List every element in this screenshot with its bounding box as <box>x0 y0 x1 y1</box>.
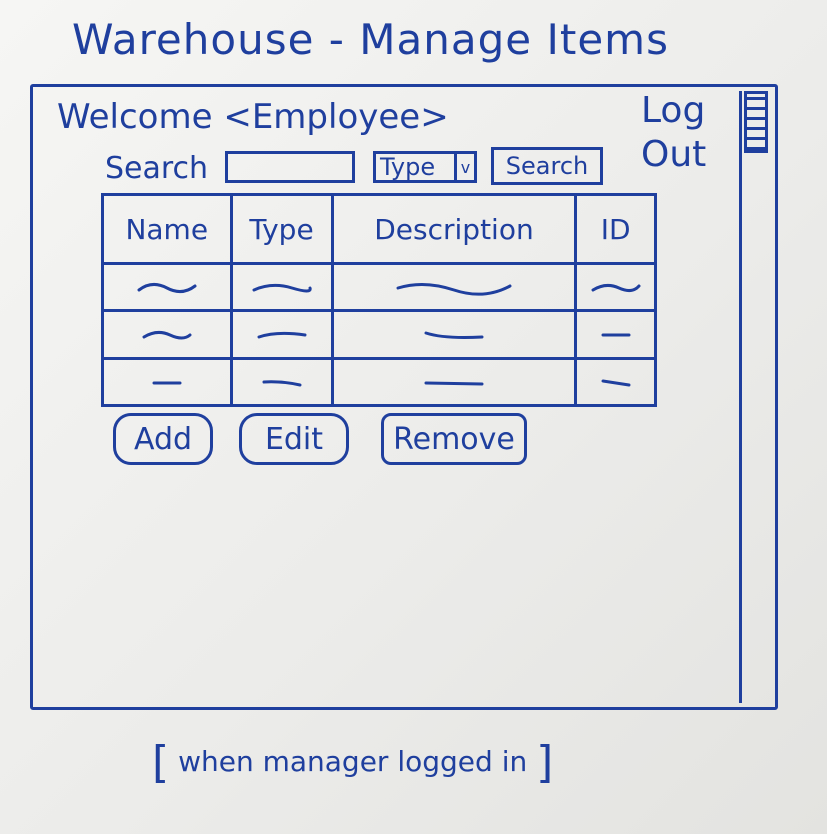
table-header-row: Name Type Description ID <box>101 193 657 265</box>
table-cell <box>229 261 334 313</box>
welcome-message: Welcome <Employee> <box>57 97 449 137</box>
table-row[interactable] <box>101 309 657 360</box>
table-cell <box>101 261 233 313</box>
scrollbar-thumb[interactable] <box>744 91 768 153</box>
page-title: Warehouse - Manage Items <box>72 15 669 64</box>
table-cell <box>330 356 578 408</box>
column-header-type[interactable]: Type <box>229 193 334 265</box>
remove-button[interactable]: Remove <box>381 413 527 465</box>
table-cell <box>574 261 657 313</box>
search-button[interactable]: Search <box>491 147 603 185</box>
column-header-id[interactable]: ID <box>574 193 657 265</box>
squiggle-icon <box>601 333 631 337</box>
table-row[interactable] <box>101 261 657 313</box>
squiggle-icon <box>257 332 307 339</box>
table-row[interactable] <box>101 356 657 408</box>
table-cell <box>101 356 233 408</box>
search-label: Search <box>105 151 209 186</box>
squiggle-icon <box>591 284 641 293</box>
note-open-bracket: [ <box>152 737 170 788</box>
squiggle-icon <box>424 381 484 386</box>
table-cell <box>574 356 657 408</box>
vertical-scrollbar[interactable] <box>739 91 769 703</box>
type-filter-label: Type <box>380 153 436 181</box>
table-cell <box>574 309 657 360</box>
squiggle-icon <box>137 283 197 294</box>
squiggle-icon <box>252 284 312 293</box>
note-text: when manager logged in <box>178 745 528 778</box>
app-window: Welcome <Employee> Log Out Search Type v… <box>30 84 778 710</box>
chevron-down-icon[interactable]: v <box>454 154 474 180</box>
table-cell <box>101 309 233 360</box>
note-close-bracket: ] <box>536 737 554 788</box>
column-header-description[interactable]: Description <box>330 193 578 265</box>
squiggle-icon <box>424 331 484 340</box>
table-cell <box>229 309 334 360</box>
column-header-name[interactable]: Name <box>101 193 233 265</box>
edit-button[interactable]: Edit <box>239 413 349 465</box>
type-filter-dropdown[interactable]: Type v <box>373 151 477 183</box>
table-cell <box>229 356 334 408</box>
squiggle-icon <box>152 381 182 385</box>
manager-note: [ when manager logged in ] <box>152 734 553 791</box>
items-table: Name Type Description ID <box>101 193 657 408</box>
add-button[interactable]: Add <box>113 413 213 465</box>
squiggle-icon <box>396 283 512 296</box>
squiggle-icon <box>601 379 631 387</box>
table-cell <box>330 309 578 360</box>
table-cell <box>330 261 578 313</box>
search-input[interactable] <box>225 151 355 183</box>
logout-link[interactable]: Log Out <box>641 90 707 175</box>
squiggle-icon <box>262 380 302 387</box>
squiggle-icon <box>142 331 192 340</box>
